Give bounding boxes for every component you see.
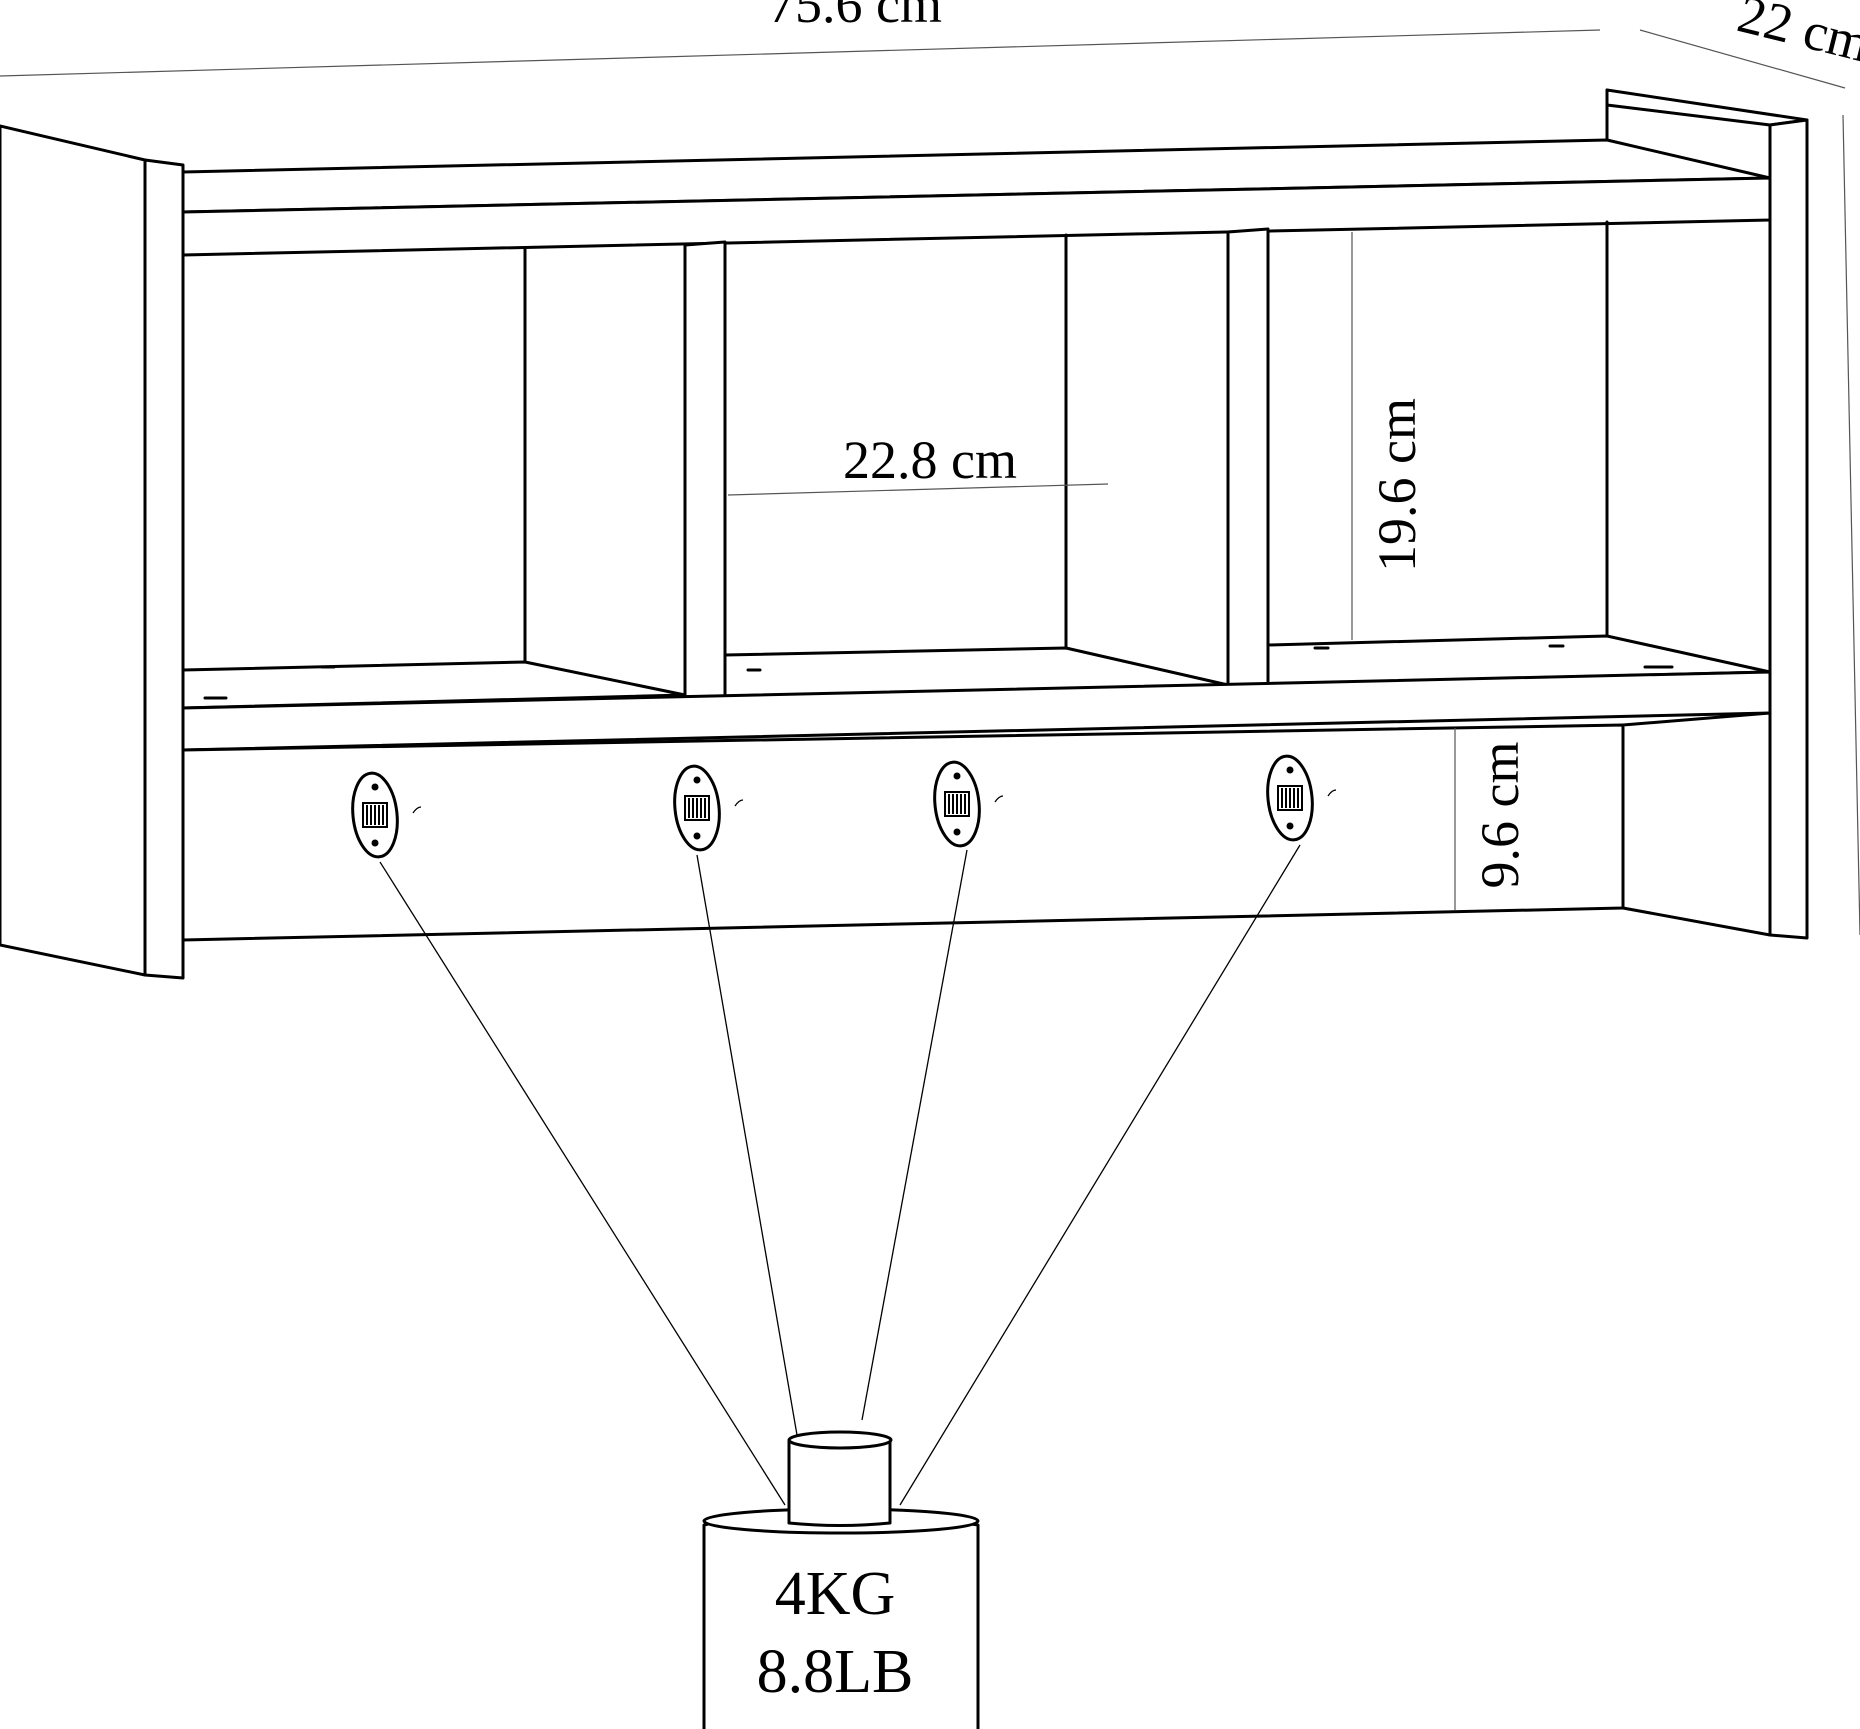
left-side-panel	[0, 124, 185, 980]
compartment-height-dimension: 19.6 cm	[1351, 232, 1427, 640]
hook-rail	[181, 711, 1772, 942]
compartment-height-label: 19.6 cm	[1367, 398, 1427, 572]
top-shelf	[181, 138, 1772, 257]
hook-icon	[1266, 754, 1337, 842]
divider-left	[683, 240, 727, 699]
depth-dimension: 22 cm	[1639, 0, 1860, 89]
right-side-panel	[1605, 88, 1809, 940]
weight-strings	[379, 844, 1301, 1506]
load-imperial-label: 8.8LB	[757, 1638, 914, 1706]
hook-icon	[351, 771, 422, 859]
hook-icon	[673, 764, 744, 852]
height-dimension-line	[1842, 114, 1860, 936]
depth-dimension-label: 22 cm	[1732, 0, 1860, 74]
rail-height-dimension: 9.6 cm	[1454, 728, 1530, 910]
hook-icon	[933, 760, 1004, 848]
compartment-width-dimension: 22.8 cm	[727, 430, 1109, 496]
divider-right	[1226, 227, 1270, 688]
load-metric-label: 4KG	[775, 1560, 896, 1628]
width-dimension: 75.6 cm	[0, 0, 1601, 77]
compartment-width-label: 22.8 cm	[843, 430, 1017, 490]
middle-shelf	[181, 634, 1772, 752]
width-dimension-label: 75.6 cm	[768, 0, 942, 34]
weight-icon	[702, 1430, 980, 1729]
rail-height-label: 9.6 cm	[1470, 742, 1530, 889]
